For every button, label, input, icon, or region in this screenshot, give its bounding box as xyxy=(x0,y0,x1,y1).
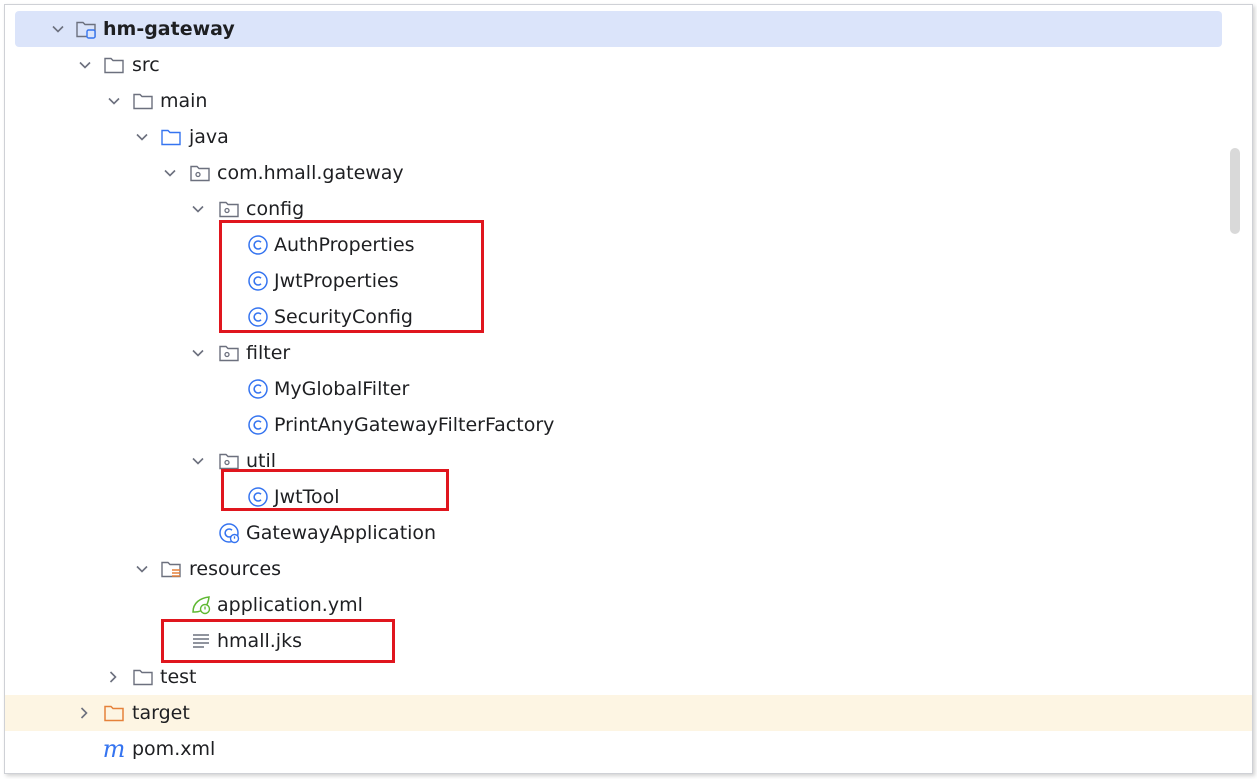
folder-icon xyxy=(103,54,125,76)
tree-row-resources[interactable]: resources xyxy=(5,551,1252,587)
chevron-down-icon[interactable] xyxy=(162,165,178,181)
tree-item-label: hmall.jks xyxy=(217,630,302,652)
chevron-down-icon[interactable] xyxy=(190,201,206,217)
class-icon xyxy=(247,378,269,400)
class-icon xyxy=(247,306,269,328)
maven-icon: m xyxy=(102,735,126,763)
chevron-right-icon[interactable] xyxy=(105,669,121,685)
tree-row-securityconfig[interactable]: SecurityConfig xyxy=(5,299,1252,335)
tree-row-gatewayapplication[interactable]: GatewayApplication xyxy=(5,515,1252,551)
tree-row-test[interactable]: test xyxy=(5,659,1252,695)
tree-row-java[interactable]: java xyxy=(5,119,1252,155)
tree-row-myglobalfilter[interactable]: MyGlobalFilter xyxy=(5,371,1252,407)
tree-item-label: config xyxy=(246,198,305,220)
chevron-down-icon[interactable] xyxy=(190,453,206,469)
package-icon xyxy=(218,342,240,364)
tree-row-target[interactable]: target xyxy=(5,695,1252,731)
folder-icon xyxy=(132,90,154,112)
tree-item-label: util xyxy=(246,450,277,472)
tree-item-label: SecurityConfig xyxy=(274,306,413,328)
tree-item-label: pom.xml xyxy=(132,738,216,760)
tree-row-printanygatewayfilterfactory[interactable]: PrintAnyGatewayFilterFactory xyxy=(5,407,1252,443)
tree-item-label: JwtTool xyxy=(274,486,340,508)
tree-item-label: hm-gateway xyxy=(103,18,235,40)
tree-item-label: target xyxy=(132,702,190,724)
tree-row-src[interactable]: src xyxy=(5,47,1252,83)
tree-row-filter[interactable]: filter xyxy=(5,335,1252,371)
tree-item-label: AuthProperties xyxy=(274,234,415,256)
tree-row-pom-xml[interactable]: m pom.xml xyxy=(5,731,1252,767)
tree-item-label: application.yml xyxy=(217,594,363,616)
package-icon xyxy=(218,450,240,472)
excluded-folder-icon xyxy=(103,702,125,724)
chevron-right-icon[interactable] xyxy=(76,705,92,721)
spring-boot-class-icon xyxy=(218,522,240,544)
tree-row-package-root[interactable]: com.hmall.gateway xyxy=(5,155,1252,191)
chevron-down-icon[interactable] xyxy=(50,21,66,37)
folder-icon xyxy=(132,666,154,688)
tree-item-label: src xyxy=(132,54,160,76)
tree-row-application-yml[interactable]: application.yml xyxy=(5,587,1252,623)
tree-item-label: GatewayApplication xyxy=(246,522,437,544)
tree-item-label: main xyxy=(160,90,208,112)
tree-item-label: PrintAnyGatewayFilterFactory xyxy=(274,414,555,436)
tree-row-jwttool[interactable]: JwtTool xyxy=(5,479,1252,515)
chevron-down-icon[interactable] xyxy=(134,561,150,577)
class-icon xyxy=(247,414,269,436)
tree-row-jwtproperties[interactable]: JwtProperties xyxy=(5,263,1252,299)
class-icon xyxy=(247,486,269,508)
tree-row-hmall-jks[interactable]: hmall.jks xyxy=(5,623,1252,659)
tree-item-label: filter xyxy=(246,342,291,364)
class-icon xyxy=(247,270,269,292)
chevron-down-icon[interactable] xyxy=(77,57,93,73)
chevron-down-icon[interactable] xyxy=(134,129,150,145)
highlight-box-config-classes xyxy=(219,220,484,333)
package-icon xyxy=(189,162,211,184)
text-file-icon xyxy=(190,630,212,652)
tree-row-authproperties[interactable]: AuthProperties xyxy=(5,227,1252,263)
package-icon xyxy=(218,198,240,220)
tree-item-label: MyGlobalFilter xyxy=(274,378,410,400)
chevron-down-icon[interactable] xyxy=(190,345,206,361)
tree-item-label: JwtProperties xyxy=(274,270,399,292)
tree-row-main[interactable]: main xyxy=(5,83,1252,119)
highlight-box-hmall-jks xyxy=(161,619,395,663)
tree-row-hm-gateway[interactable]: hm-gateway xyxy=(15,11,1222,47)
tree-item-label: java xyxy=(189,126,229,148)
class-icon xyxy=(247,234,269,256)
tree-item-label: com.hmall.gateway xyxy=(217,162,404,184)
spring-yaml-icon xyxy=(190,594,212,616)
source-root-folder-icon xyxy=(160,126,182,148)
vertical-scrollbar[interactable] xyxy=(1230,148,1240,234)
chevron-down-icon[interactable] xyxy=(106,93,122,109)
tree-item-label: resources xyxy=(189,558,282,580)
project-tree-panel: hm-gateway src main java xyxy=(4,4,1253,774)
tree-row-config[interactable]: config xyxy=(5,191,1252,227)
tree-row-util[interactable]: util xyxy=(5,443,1252,479)
resources-folder-icon xyxy=(160,558,182,580)
module-folder-icon xyxy=(75,18,97,40)
tree-item-label: test xyxy=(160,666,197,688)
highlight-box-jwttool xyxy=(221,469,449,511)
